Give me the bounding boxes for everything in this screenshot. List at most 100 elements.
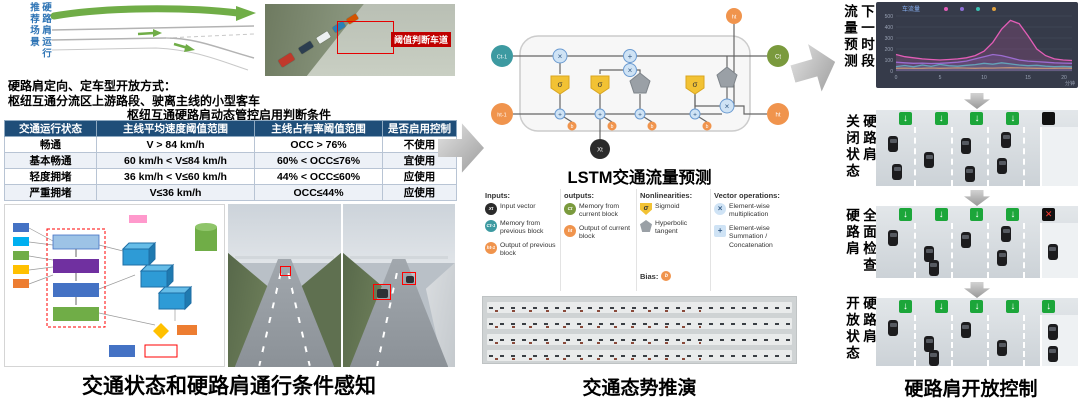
flow-prediction-chart: 车流量 500 400 300 200 100 0 0 5 10 15 20 分… [876, 2, 1078, 88]
small-green-arrow-icon [153, 29, 162, 37]
svg-text:Ct-1: Ct-1 [497, 55, 507, 61]
svg-text:b: b [651, 124, 654, 130]
car-icon [924, 336, 935, 352]
car-icon [928, 260, 939, 276]
car-icon [892, 164, 903, 180]
road-state-open: ↓ ↓ ↓ ↓ ↓ [876, 298, 1078, 366]
open-mode-title: 硬路肩定向、定车型开放方式： [8, 79, 177, 93]
scene-vertical-label: 硬路肩运行 推荐场景 [28, 2, 51, 60]
small-green-arrow-icon [184, 44, 195, 52]
svg-text:200: 200 [885, 47, 894, 53]
car-icon [960, 138, 971, 154]
car-icon [960, 322, 971, 338]
legend-bias: Bias: b [640, 271, 672, 281]
truck-icon [316, 31, 331, 44]
svg-text:10: 10 [981, 75, 987, 81]
annotation-box [337, 21, 395, 55]
car-icon [888, 320, 899, 336]
lstm-cell-diagram: σ σ σ × + × × + + + + b b [482, 6, 797, 161]
svg-text:0: 0 [890, 69, 893, 75]
traffic-sim-screenshot [482, 296, 797, 364]
annotation-box [373, 283, 392, 301]
highway-photo-1 [228, 204, 341, 367]
lane-signal-gantry: ↓ ↓ ↓ ↓ ↓ [876, 300, 1078, 313]
car-icon [960, 232, 971, 248]
scenario-diagram-svg [50, 5, 256, 71]
sim-lane [487, 350, 792, 361]
sim-lane [487, 318, 792, 329]
lane-sign-down-arrow: ↓ [934, 300, 948, 313]
xt-icon: Xt [485, 203, 497, 215]
svg-text:b: b [571, 124, 574, 130]
svg-text:ht-1: ht-1 [497, 113, 506, 119]
car-icon [405, 275, 414, 283]
svg-text:σ: σ [598, 80, 603, 89]
down-arrow-icon [964, 282, 990, 298]
car-icon [928, 350, 939, 366]
open-mode-desc: 枢纽互通分流区上游路段、驶离主线的小型客车 [8, 94, 261, 108]
svg-text:σ: σ [558, 80, 563, 89]
svg-text:300: 300 [885, 36, 894, 42]
nn-architecture-svg [13, 215, 217, 358]
annotation-box [279, 265, 292, 276]
car-icon [1001, 226, 1012, 242]
summation-icon: + [714, 224, 726, 237]
car-icon [997, 340, 1008, 356]
car-icon [1047, 346, 1058, 362]
truck-icon [278, 52, 295, 68]
right-caption: 硬路肩开放控制 [904, 379, 1038, 400]
svg-text:σ: σ [693, 80, 698, 89]
car-icon [888, 230, 899, 246]
middle-caption: 交通态势推演 [582, 378, 697, 399]
car-icon [997, 158, 1008, 174]
multiply-icon: × [714, 203, 726, 215]
lane-sign-down-arrow: ↓ [1006, 112, 1020, 125]
road-state-closed: ↓ ↓ ↓ ↓ [876, 110, 1078, 186]
h-prev-icon: ht-1 [485, 241, 497, 254]
svg-text:×: × [558, 52, 563, 61]
col-header: 主线平均速度阈值范围 [96, 120, 255, 137]
svg-text:车流量: 车流量 [902, 5, 920, 13]
svg-text:分钟: 分钟 [1065, 80, 1075, 87]
road-state-inspection: ↓ ↓ ↓ ↓ ✕ [876, 206, 1078, 278]
car-icon [1001, 132, 1012, 148]
svg-text:400: 400 [885, 25, 894, 31]
svg-text:100: 100 [885, 58, 894, 64]
car-icon [924, 246, 935, 262]
svg-text:b: b [706, 124, 709, 130]
col-header: 主线占有率阈值范围 [254, 120, 383, 137]
svg-text:+: + [598, 112, 602, 119]
sigmoid-icon: σ [640, 203, 652, 215]
svg-text:+: + [638, 112, 642, 119]
step-label-closed: 硬路肩 关闭状态 [844, 114, 876, 180]
highway-photo-2 [343, 204, 455, 367]
lstm-title: LSTM交通流量预测 [567, 169, 712, 187]
car-icon [924, 152, 935, 168]
inspection-car-icon [1047, 244, 1058, 260]
threshold-lane-label: 阈值判断车道 [390, 32, 451, 47]
car-icon [964, 166, 975, 182]
lane-sign-down-arrow: ↓ [934, 112, 948, 125]
annotation-box [402, 272, 416, 286]
step-label-flow-prediction: 下一时段 流量预测 [842, 4, 874, 70]
tanh-icon [640, 220, 652, 232]
svg-text:b: b [611, 124, 614, 130]
condition-table-title: 枢纽互通硬路肩动态管控启用判断条件 [126, 108, 331, 122]
col-header: 是否启用控制 [382, 120, 457, 137]
lane-sign-off [1042, 112, 1056, 125]
table-row: 轻度拥堵 36 km/h < V≤60 km/h 44% < OCC≤60% 应… [4, 168, 457, 185]
h-out-icon: ht [564, 224, 576, 237]
lane-signal-gantry: ↓ ↓ ↓ ↓ [876, 112, 1078, 125]
lane-sign-down-arrow: ↓ [1042, 300, 1056, 313]
svg-text:Ct: Ct [775, 55, 781, 61]
svg-text:ht: ht [775, 113, 780, 119]
lane-sign-down-arrow: ↓ [934, 208, 948, 221]
condition-table: 交通运行状态 主线平均速度阈值范围 主线占有率阈值范围 是否启用控制 畅通 V … [4, 120, 457, 201]
svg-text:+: + [628, 52, 633, 61]
svg-text:20: 20 [1061, 75, 1067, 81]
legend-vector-ops: Vector operations: ×Element-wise multipl… [710, 189, 797, 291]
